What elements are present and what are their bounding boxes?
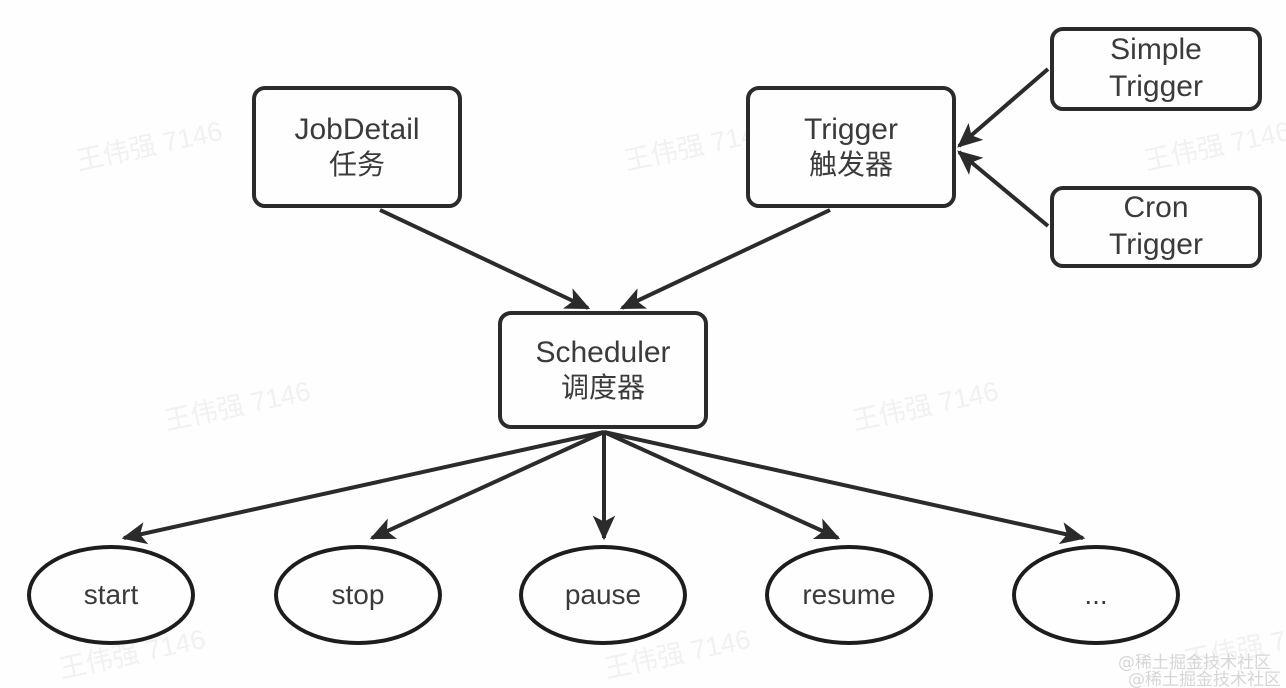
edge-scheduler-to-start xyxy=(121,430,605,545)
edge-scheduler-to-ellipsis xyxy=(603,430,1086,545)
node-label-primary: JobDetail xyxy=(294,112,420,146)
edge-jobdetail-to-scheduler xyxy=(379,208,591,310)
node-label-secondary: Trigger xyxy=(1109,228,1203,261)
node-label-primary: Trigger xyxy=(804,112,898,146)
node-label-secondary: 触发器 xyxy=(808,148,893,182)
edge-scheduler-to-stop xyxy=(369,430,605,540)
node-label-primary: start xyxy=(83,578,139,610)
node-start[interactable]: start xyxy=(27,545,195,645)
node-label-secondary: 调度器 xyxy=(560,371,645,405)
node-label-primary: ... xyxy=(1084,578,1108,610)
node-label-secondary: Trigger xyxy=(1109,70,1203,103)
brand-watermark: @稀土掘金技术社区 xyxy=(1118,653,1271,673)
edge-simple-trigger-to-trigger xyxy=(957,67,1050,148)
node-label-primary: Cron xyxy=(1123,191,1189,225)
node-label-primary: Scheduler xyxy=(535,335,671,369)
node-label-primary: resume xyxy=(802,578,896,610)
edge-cron-trigger-to-trigger xyxy=(957,150,1050,228)
edge-trigger-to-scheduler xyxy=(619,208,831,310)
node-pause[interactable]: pause xyxy=(519,545,687,645)
node-resume[interactable]: resume xyxy=(765,545,933,645)
node-ellipsis[interactable]: ... xyxy=(1012,545,1180,645)
node-label-primary: pause xyxy=(564,578,642,610)
node-stop[interactable]: stop xyxy=(274,545,442,645)
node-label-primary: Simple xyxy=(1110,33,1202,67)
edges-group xyxy=(121,67,1086,545)
brand-watermark: @稀土掘金技术社区 xyxy=(1128,670,1281,688)
node-label-secondary: 任务 xyxy=(328,148,385,182)
node-label-primary: stop xyxy=(331,578,385,610)
edge-scheduler-to-resume xyxy=(603,430,841,540)
